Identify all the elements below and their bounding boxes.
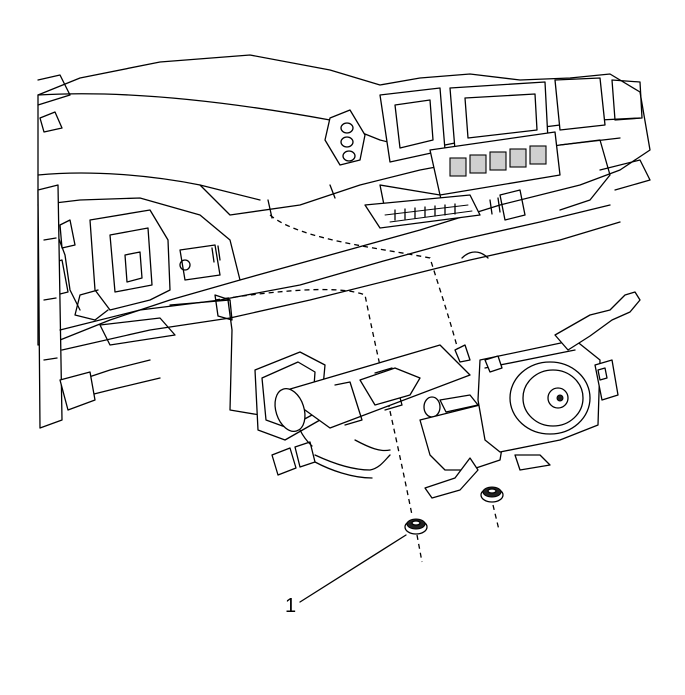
steering-column [254,291,641,499]
mounting-nut-left [404,518,428,535]
instrument-panel [37,54,651,429]
callout-1-leader-line [299,534,407,603]
alignment-guides [214,214,500,563]
mounting-nut-right [480,486,504,503]
callout-1-label: 1 [285,595,297,617]
wiring-harness [271,429,391,479]
